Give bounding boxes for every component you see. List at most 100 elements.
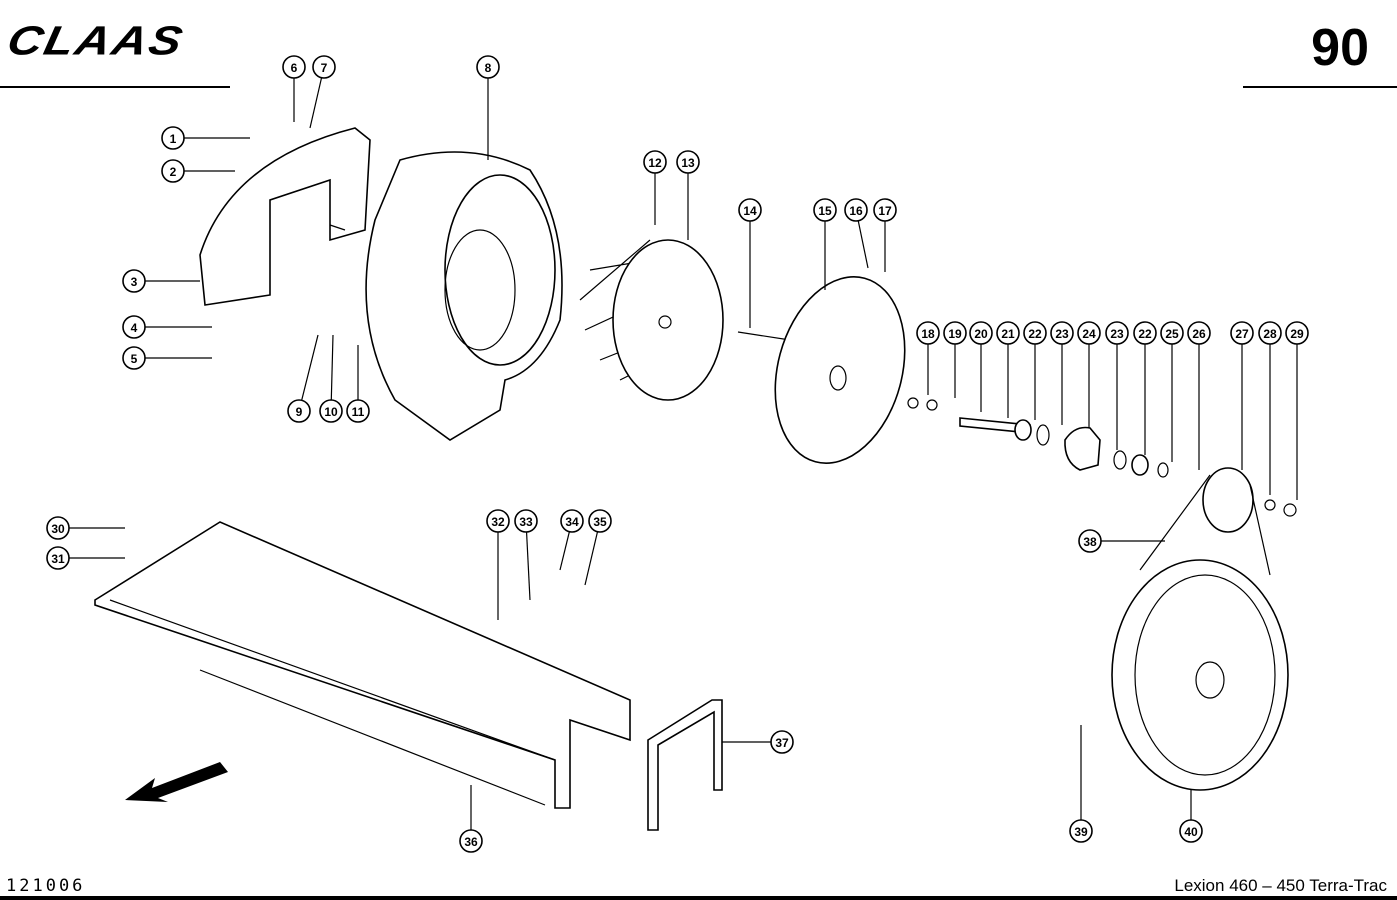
callout-number: 19 — [948, 327, 962, 341]
callout-circle — [844, 198, 868, 222]
callout-circle — [1230, 321, 1254, 345]
callout-number: 4 — [131, 321, 138, 335]
callout-30: 30 — [46, 516, 125, 540]
callout-circle — [122, 269, 146, 293]
callout-number: 1 — [170, 132, 177, 146]
callout-15: 15 — [813, 198, 837, 290]
callout-leader — [857, 220, 869, 269]
callout-number: 10 — [324, 405, 338, 419]
callout-4: 4 — [122, 315, 212, 339]
callout-23: 23 — [1050, 321, 1074, 425]
callout-circle — [514, 509, 538, 533]
callout-circle — [459, 829, 483, 853]
callout-circle — [1285, 321, 1309, 345]
callout-number: 21 — [1001, 327, 1015, 341]
callout-23: 23 — [1105, 321, 1129, 450]
callout-circle — [312, 55, 336, 79]
callout-number: 23 — [1110, 327, 1124, 341]
callout-3: 3 — [122, 269, 200, 293]
callout-number: 32 — [491, 515, 505, 529]
callout-number: 18 — [921, 327, 935, 341]
callout-number: 14 — [743, 204, 757, 218]
callout-circle — [1133, 321, 1157, 345]
callout-circle — [1187, 321, 1211, 345]
callout-35: 35 — [584, 509, 612, 586]
callout-number: 7 — [321, 61, 328, 75]
callout-number: 40 — [1184, 825, 1198, 839]
callout-40: 40 — [1179, 790, 1203, 843]
part-fan-housing — [365, 151, 563, 441]
part-bolt — [737, 331, 791, 341]
callout-number: 33 — [519, 515, 533, 529]
callout-number: 29 — [1290, 327, 1304, 341]
callout-number: 37 — [775, 736, 789, 750]
callout-36: 36 — [459, 785, 483, 853]
callout-number: 31 — [51, 552, 65, 566]
callout-11: 11 — [346, 345, 370, 423]
callout-circle — [1050, 321, 1074, 345]
callout-number: 35 — [593, 515, 607, 529]
callout-circle — [1179, 819, 1203, 843]
part-cover — [199, 127, 371, 306]
callout-number: 13 — [681, 156, 695, 170]
callout-2: 2 — [161, 159, 235, 183]
callout-circle — [996, 321, 1020, 345]
header-rule-left — [0, 86, 230, 88]
callout-29: 29 — [1285, 321, 1309, 500]
footer-rule — [0, 896, 1397, 900]
callout-number: 28 — [1263, 327, 1277, 341]
callout-leader — [309, 77, 323, 129]
callout-38: 38 — [1078, 529, 1165, 553]
callout-number: 23 — [1055, 327, 1069, 341]
callout-number: 12 — [648, 156, 662, 170]
callout-22: 22 — [1133, 321, 1157, 455]
callout-number: 26 — [1192, 327, 1206, 341]
callout-number: 6 — [291, 61, 298, 75]
callout-number: 27 — [1235, 327, 1249, 341]
callout-34: 34 — [559, 509, 584, 571]
part-pulleys-belt — [1111, 467, 1297, 791]
callout-number: 2 — [170, 165, 177, 179]
callout-circle — [738, 198, 762, 222]
part-trough — [94, 521, 631, 809]
callout-37: 37 — [722, 730, 794, 754]
callout-number: 3 — [131, 275, 138, 289]
callout-circle — [643, 150, 667, 174]
callout-number: 16 — [849, 204, 863, 218]
callout-circle — [943, 321, 967, 345]
callout-18: 18 — [916, 321, 940, 395]
callout-number: 11 — [352, 405, 365, 419]
callout-circle — [161, 159, 185, 183]
callout-31: 31 — [46, 546, 125, 570]
callout-16: 16 — [844, 198, 869, 269]
callout-number: 22 — [1028, 327, 1042, 341]
direction-arrow-icon — [125, 762, 228, 802]
callout-circle — [1069, 819, 1093, 843]
callout-number: 17 — [878, 204, 892, 218]
page-number: 90 — [1311, 19, 1369, 77]
callout-circle — [873, 198, 897, 222]
callout-33: 33 — [514, 509, 538, 601]
callout-number: 36 — [464, 835, 478, 849]
callout-number: 25 — [1165, 327, 1179, 341]
part-shaft-assembly — [907, 397, 1169, 478]
callout-14: 14 — [738, 198, 762, 328]
callout-number: 38 — [1083, 535, 1097, 549]
callout-leader — [525, 531, 531, 601]
callout-circle — [346, 399, 370, 423]
machine-model: Lexion 460 – 450 Terra-Trac — [1174, 876, 1387, 895]
callout-circle — [282, 55, 306, 79]
callout-circle — [122, 315, 146, 339]
callout-9: 9 — [287, 334, 319, 423]
callout-leader — [559, 531, 570, 571]
callout-17: 17 — [873, 198, 897, 272]
callout-circle — [476, 55, 500, 79]
callout-circle — [319, 399, 343, 423]
callout-number: 15 — [818, 204, 832, 218]
callout-circle — [588, 509, 612, 533]
callout-number: 24 — [1082, 327, 1096, 341]
callout-number: 8 — [485, 61, 492, 75]
callout-circle — [1078, 529, 1102, 553]
callout-leader — [584, 531, 599, 586]
